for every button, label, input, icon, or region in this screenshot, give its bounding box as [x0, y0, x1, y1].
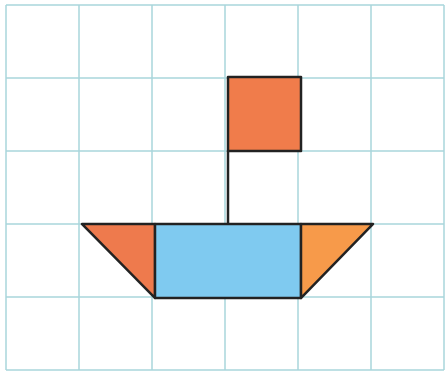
hull-middle-rectangle: [155, 224, 301, 298]
flag-square: [228, 77, 301, 151]
